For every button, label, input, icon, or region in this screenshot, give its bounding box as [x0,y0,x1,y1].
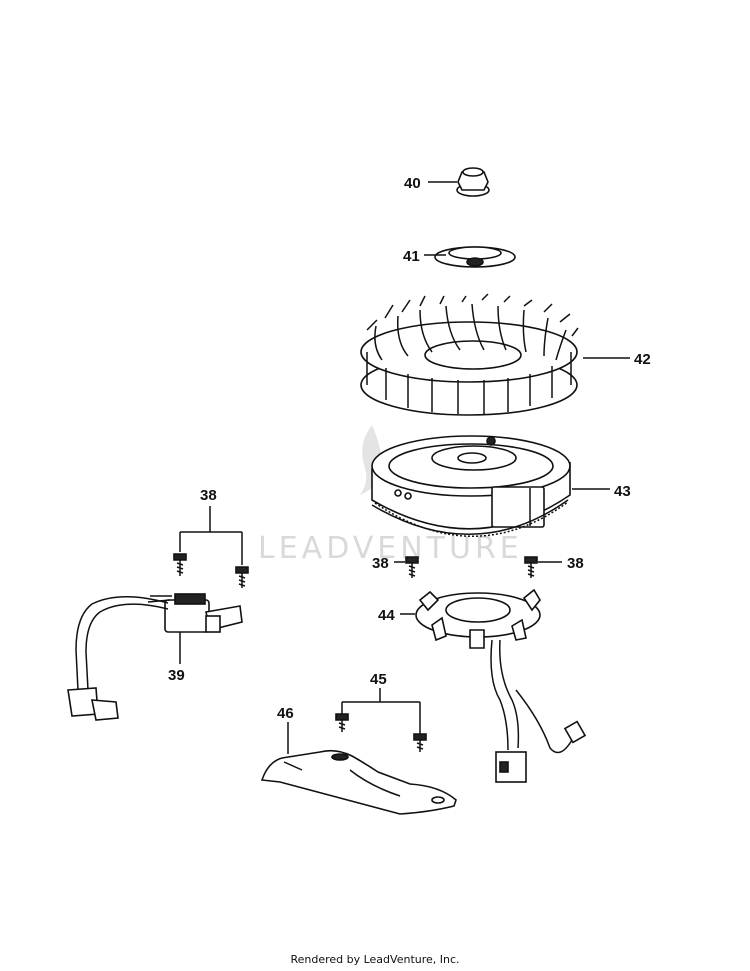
part-44-stator[interactable] [415,588,587,783]
part-45-screw-left[interactable] [335,713,349,732]
leader-45 [341,688,421,734]
part-43-flywheel[interactable] [371,435,571,537]
part-42-fan[interactable] [360,293,579,416]
leader-38-top [179,506,243,565]
callout-46: 46 [277,705,294,722]
part-39-ignition-coil[interactable] [67,593,243,721]
callout-38-right: 38 [567,555,584,572]
part-38-screw-right[interactable] [524,556,538,578]
part-38-screw-left[interactable] [405,556,419,578]
watermark-text: LEADVENTURE [258,531,523,566]
callout-39: 39 [168,667,185,684]
footer-credit: Rendered by LeadVenture, Inc. [290,953,460,966]
callout-41: 41 [403,248,420,265]
part-38-screw-coil-right[interactable] [235,566,249,588]
callout-40: 40 [404,175,421,192]
callout-38-top: 38 [200,487,217,504]
part-40-flange-nut[interactable] [456,167,490,197]
part-41-starter-cup[interactable] [434,246,516,268]
callout-43: 43 [614,483,631,500]
part-38-screw-coil-left[interactable] [173,553,187,576]
callout-44: 44 [378,607,395,624]
part-45-screw-right[interactable] [413,733,427,752]
callout-45: 45 [370,671,387,688]
callout-42: 42 [634,351,651,368]
part-46-bracket-plate[interactable] [260,749,457,815]
callout-38-left: 38 [372,555,389,572]
